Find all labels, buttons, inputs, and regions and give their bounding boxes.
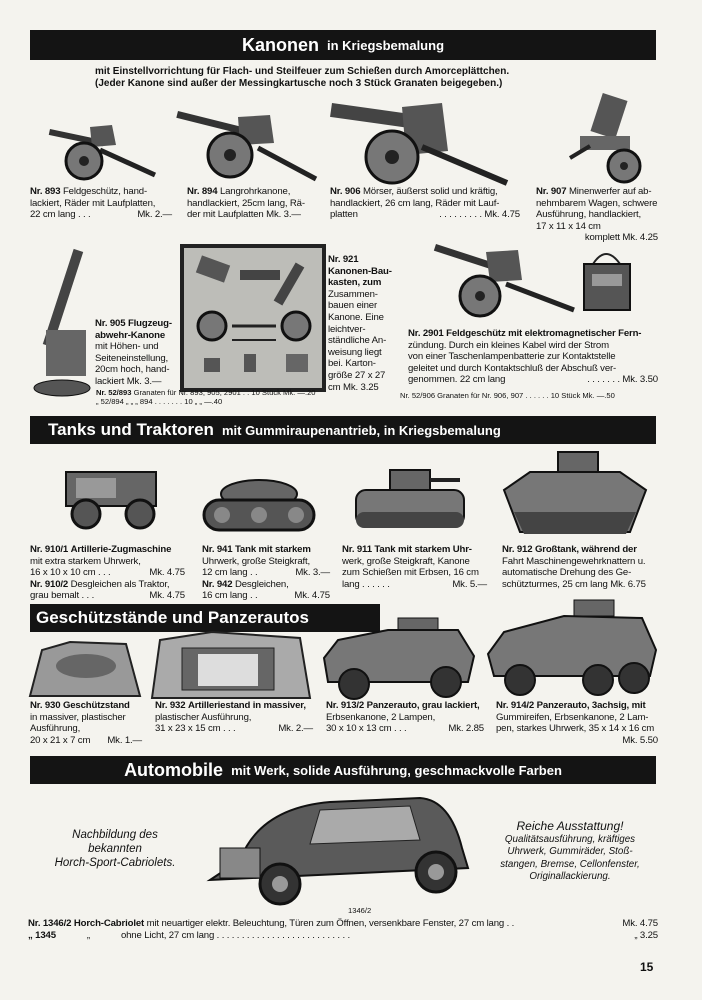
section-title: Kanonen — [241, 34, 319, 55]
product-941: Nr. 941 Tank mit starkem Uhrwerk, große … — [202, 544, 330, 602]
auto-caption: 1346/2 — [348, 906, 372, 915]
flak-illustration — [33, 248, 91, 397]
product-905: Nr. 905 Flugzeug- abwehr-Kanone mit Höhe… — [95, 318, 172, 387]
section-title: Tanks und Traktoren — [48, 420, 214, 439]
product-2901: Nr. 2901 Feldgeschütz mit elektromagneti… — [408, 328, 658, 386]
langrohrkanone-illustration — [176, 111, 318, 182]
grosstank-912-illustration — [502, 451, 648, 534]
minenwerfer-illustration — [568, 92, 642, 184]
baukasten-parts-illustration — [195, 255, 312, 372]
auto-left-text: Nachbildung des bekannten Horch-Sport-Ca… — [54, 829, 176, 869]
feldgeschuetz-illustration — [48, 125, 157, 181]
horch-cabriolet-illustration — [206, 796, 470, 906]
panzerauto-914-illustration — [486, 599, 658, 696]
section-banner-automobile: Automobile mit Werk, solide Ausführung, … — [30, 756, 656, 784]
product-906: Nr. 906 Mörser, äußerst solid und kräfti… — [330, 186, 520, 221]
product-930: Nr. 930 Geschützstand in massiver, plast… — [30, 700, 142, 746]
baukasten-box — [180, 244, 326, 392]
product-911: Nr. 911 Tank mit starkem Uhr- werk, groß… — [342, 544, 487, 590]
tank-911-illustration — [355, 469, 465, 528]
granaten-left: Nr. 52/893 Granaten für Nr. 893, 905, 29… — [96, 388, 316, 406]
product-894: Nr. 894 Langrohrkanone, handlackiert, 25… — [187, 186, 305, 221]
section-banner-kanonen: Kanonen in Kriegsbemalung — [30, 30, 656, 60]
page-number: 15 — [640, 960, 654, 974]
auto-price-lines: Nr. 1346/2 Horch-Cabriolet mit neuartige… — [28, 918, 658, 941]
section-subtitle: mit Gummiraupenantrieb, in Kriegsbemalun… — [221, 422, 501, 438]
product-914: Nr. 914/2 Panzerauto, 3achsig, mit Gummi… — [496, 700, 658, 746]
section-banner-geschuetz: Geschützstände und Panzerautos — [30, 604, 380, 632]
section-title: Automobile — [124, 759, 224, 780]
granaten-right: Nr. 52/906 Granaten für Nr. 906, 907 . .… — [400, 391, 615, 400]
product-912: Nr. 912 Großtank, während der Fahrt Masc… — [502, 544, 646, 590]
geschuetzstand-illustration — [28, 640, 142, 697]
battery-illustration — [583, 253, 631, 311]
section-banner-tanks: Tanks und Traktoren mit Gummiraupenantri… — [30, 416, 656, 444]
product-910: Nr. 910/1 Artillerie-Zugmaschine mit ext… — [30, 544, 185, 602]
product-893: Nr. 893 Feldgeschütz, hand- lackiert, Rä… — [30, 186, 172, 221]
artilleriestand-illustration — [150, 630, 312, 699]
zugmaschine-illustration — [65, 471, 157, 530]
product-921: Nr. 921 Kanonen-Bau- kasten, zum Zusamme… — [328, 254, 392, 393]
tank-941-illustration — [202, 479, 316, 532]
product-932: Nr. 932 Artilleriestand in massiver, pla… — [155, 700, 313, 735]
auto-right-text: Reiche Ausstattung! Qualitätsausführung,… — [500, 819, 640, 883]
section-title: Geschützstände und Panzerautos — [36, 608, 309, 627]
feldgeschuetz-2901-illustration — [433, 244, 575, 318]
moerser-illustration — [330, 103, 509, 186]
product-907: Nr. 907 Minenwerfer auf ab- nehmbarem Wa… — [536, 186, 658, 244]
section-subtitle: in Kriegsbemalung — [326, 37, 445, 53]
section-subtitle: mit Werk, solide Ausführung, geschmackvo… — [231, 762, 562, 778]
intro-text: mit Einstellvorrichtung für Flach- und S… — [95, 66, 510, 89]
product-913: Nr. 913/2 Panzerauto, grau lackiert, Erb… — [326, 700, 484, 735]
panzerauto-913-illustration — [322, 617, 476, 700]
